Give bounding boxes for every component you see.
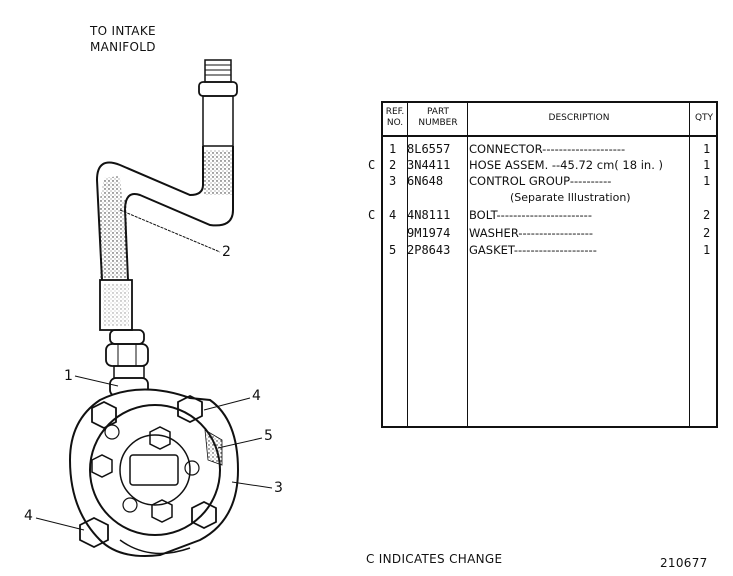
header-description: DESCRIPTION	[548, 113, 610, 123]
caption-line-2: MANIFOLD	[90, 40, 156, 54]
caption-line-1: TO INTAKE	[90, 24, 156, 38]
row-part-number: 9M1974	[407, 226, 451, 240]
row-part-number: 2P8643	[407, 243, 451, 257]
row-description: CONNECTOR--------------------	[469, 142, 626, 156]
header-qty: QTY	[694, 113, 714, 123]
row-ref-number: 5	[389, 243, 397, 257]
callout-4-top: 4	[252, 388, 261, 404]
row-quantity: 1	[703, 142, 711, 156]
row-part-number: 4N8111	[407, 208, 451, 222]
row-part-number: 8L6557	[407, 142, 451, 156]
row-description: GASKET--------------------	[469, 243, 597, 257]
control-group-body	[68, 388, 240, 557]
row-quantity: 1	[703, 158, 711, 172]
callout-2: 2	[222, 244, 231, 260]
callout-3: 3	[274, 480, 283, 496]
change-note: C INDICATES CHANGE	[366, 552, 503, 566]
row-quantity: 2	[703, 226, 711, 240]
row-ref-number: 4	[389, 208, 397, 222]
row-description: BOLT-----------------------	[469, 208, 592, 222]
row-description: (Separate Illustration)	[510, 191, 631, 204]
parts-table: REF. NO. PART NUMBER DESCRIPTION QTY	[381, 101, 718, 428]
header-ref: REF. NO.	[385, 107, 405, 128]
hose-assembly	[95, 146, 234, 397]
row-ref-number: 3	[389, 174, 397, 188]
row-part-number: 6N648	[407, 174, 444, 188]
drawing-number: 210677	[660, 556, 708, 570]
parts-illustration	[35, 59, 273, 557]
row-ref-number: 1	[389, 142, 397, 156]
row-quantity: 2	[703, 208, 711, 222]
connector-fitting	[198, 59, 238, 147]
callout-4-bottom: 4	[24, 508, 33, 524]
row-change-flag: C	[368, 208, 376, 222]
row-part-number: 3N4411	[407, 158, 451, 172]
row-description: HOSE ASSEM. --45.72 cm( 18 in. )	[469, 158, 664, 172]
row-change-flag: C	[368, 158, 376, 172]
callout-1: 1	[64, 368, 73, 384]
row-description: CONTROL GROUP----------	[469, 174, 612, 188]
row-quantity: 1	[703, 174, 711, 188]
header-part-number: PART NUMBER	[418, 107, 458, 128]
callout-5: 5	[264, 428, 273, 444]
leader-lines	[35, 209, 273, 531]
row-quantity: 1	[703, 243, 711, 257]
row-description: WASHER------------------	[469, 226, 594, 240]
row-ref-number: 2	[389, 158, 397, 172]
